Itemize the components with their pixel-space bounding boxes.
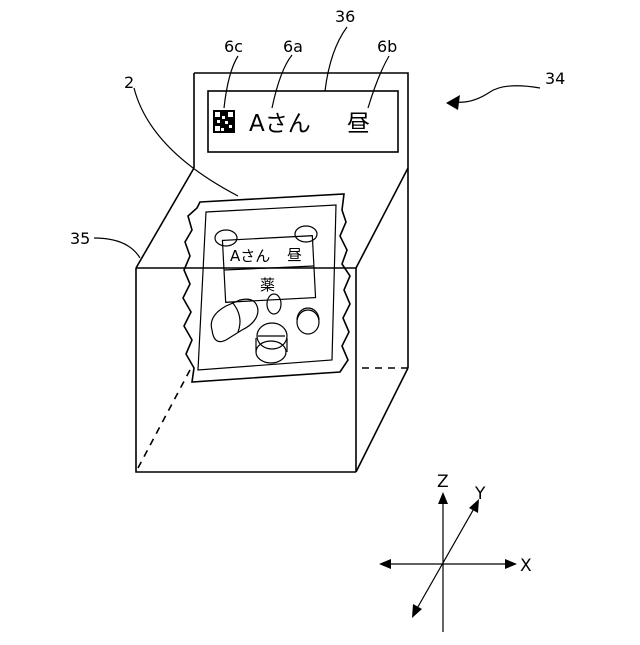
ref-2: 2	[124, 73, 134, 92]
axis-y-label: Y	[474, 484, 486, 504]
reference-numerals: 36 6c 6a 6b 2 34 35	[70, 7, 565, 248]
axis-z-label: Z	[437, 472, 449, 492]
ref-34: 34	[545, 69, 565, 88]
label-time-text: 昼	[347, 111, 370, 137]
ref-6b: 6b	[377, 37, 397, 56]
coordinate-axes: Z Y X	[379, 472, 532, 632]
qr-code-icon	[213, 110, 235, 133]
axis-x-label: X	[520, 556, 532, 576]
label-plate: Aさん 昼	[208, 91, 398, 152]
label-name-text: Aさん	[249, 111, 311, 137]
pouch-label-medicine: 薬	[260, 276, 275, 294]
ref-36: 36	[335, 7, 355, 26]
container-box	[136, 168, 408, 472]
pouch-label-time: 昼	[287, 246, 302, 264]
ref-6c: 6c	[224, 37, 243, 56]
pouch-label-name: Aさん	[230, 247, 270, 265]
leader-lines	[94, 27, 540, 258]
ref-35: 35	[70, 229, 90, 248]
ref-6a: 6a	[283, 37, 303, 56]
medicine-pouch: Aさん 昼 薬	[183, 194, 350, 382]
